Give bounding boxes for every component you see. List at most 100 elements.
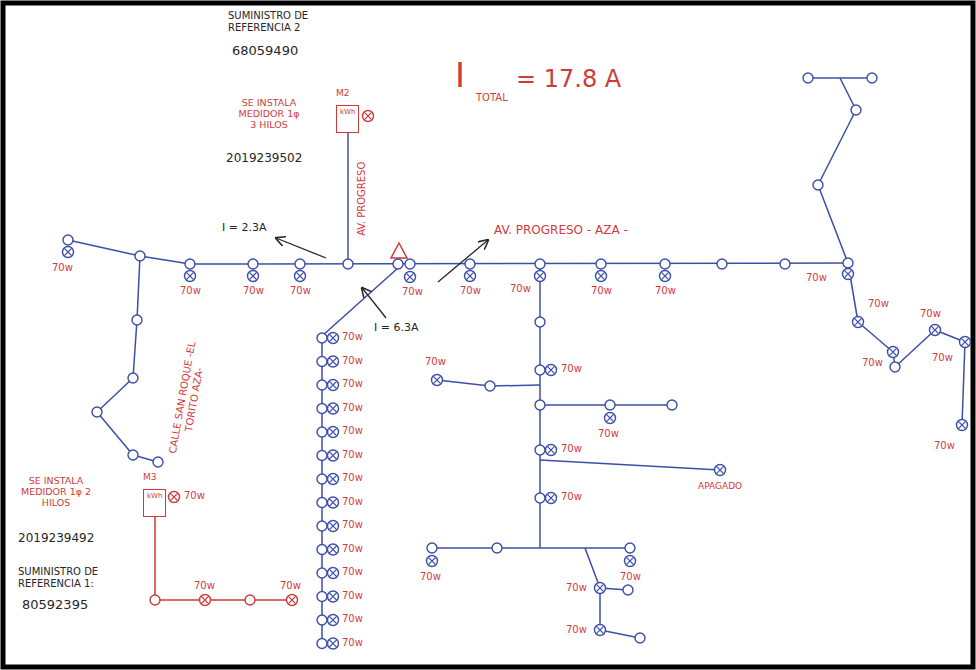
- wattage-label: 70w: [342, 449, 363, 461]
- frame: [3, 3, 973, 667]
- wattage-label: 70w: [806, 272, 827, 284]
- supply-number: 68059490: [232, 44, 298, 59]
- pole: [623, 585, 633, 595]
- pole: [843, 258, 853, 268]
- wattage-label: 70w: [561, 491, 582, 503]
- branch-line: [585, 548, 628, 590]
- lamp: [957, 420, 968, 431]
- pole: [535, 317, 545, 327]
- pole: [317, 357, 327, 367]
- lamp: [546, 365, 557, 376]
- meter-number: 2019239502: [226, 152, 302, 166]
- pole: [317, 615, 327, 625]
- lamp: [328, 615, 339, 626]
- wattage-label: 70w: [561, 363, 582, 375]
- lamp: [715, 465, 726, 476]
- lamp: [432, 375, 443, 386]
- lamp: [328, 380, 339, 391]
- lamp: [363, 111, 374, 122]
- wattage-label: 70w: [934, 440, 955, 452]
- street-name: AV. PROGRESO - AZA -: [494, 224, 628, 238]
- wattage-label: 70w: [184, 490, 205, 502]
- wattage-label: 70w: [510, 283, 531, 295]
- meter-name: M3: [143, 472, 167, 483]
- meter-box: kWh: [143, 489, 166, 517]
- wattage-label: 70w: [342, 590, 363, 602]
- wattage-label: 70w: [194, 580, 215, 592]
- meter-unit: kWh: [147, 492, 162, 500]
- wattage-label: 70w: [566, 582, 587, 594]
- wattage-label: 70w: [460, 285, 481, 297]
- pole: [343, 259, 353, 269]
- lamp: [328, 356, 339, 367]
- wattage-label: 70w: [598, 428, 619, 440]
- pole: [132, 315, 142, 325]
- pole: [317, 474, 327, 484]
- pole: [248, 259, 258, 269]
- pole: [535, 365, 545, 375]
- pole: [245, 595, 255, 605]
- wattage-label: 70w: [342, 425, 363, 437]
- pole: [317, 451, 327, 461]
- pole: [535, 445, 545, 455]
- pole: [813, 180, 823, 190]
- pole: [393, 259, 403, 269]
- pole: [317, 404, 327, 414]
- pole: [150, 595, 160, 605]
- current-arrow: [276, 238, 326, 258]
- wattage-label: 70w: [290, 285, 311, 297]
- wattage-label: 70w: [862, 357, 883, 369]
- transformer-symbol: [391, 243, 407, 258]
- lamp: [328, 568, 339, 579]
- branch-line: [848, 263, 965, 425]
- pole: [317, 592, 327, 602]
- meter-name: M2: [336, 88, 360, 99]
- lamp: [546, 445, 557, 456]
- pole: [63, 235, 73, 245]
- lamp: [63, 247, 74, 258]
- pole: [717, 259, 727, 269]
- wattage-label: 70w: [280, 580, 301, 592]
- lamp: [248, 271, 259, 282]
- main-line: [68, 240, 848, 264]
- wattage-label: 70w: [243, 285, 264, 297]
- lamp: [595, 583, 606, 594]
- pole: [890, 362, 900, 372]
- pole: [492, 543, 502, 553]
- pole: [317, 380, 327, 390]
- lamp: [605, 413, 616, 424]
- current-value: I = 2.3A: [222, 222, 266, 235]
- lamp: [660, 271, 671, 282]
- meter: M2kWh: [336, 88, 360, 133]
- pole: [535, 493, 545, 503]
- pole: [803, 73, 813, 83]
- pole: [660, 259, 670, 269]
- pole: [185, 259, 195, 269]
- wattage-label: 70w: [342, 472, 363, 484]
- wattage-label: 70w: [402, 286, 423, 298]
- pole: [92, 407, 102, 417]
- lamp: [843, 269, 854, 280]
- pole: [780, 259, 790, 269]
- lamp: [328, 544, 339, 555]
- lamp: [625, 556, 636, 567]
- branch-line: [818, 78, 856, 263]
- pole: [851, 105, 861, 115]
- lamp: [185, 271, 196, 282]
- supply-number: 80592395: [22, 598, 88, 613]
- lamp: [888, 347, 899, 358]
- wattage-label: 70w: [180, 285, 201, 297]
- lamp: [930, 325, 941, 336]
- meter-note: SE INSTALA MEDIDOR 1φ 2 HILOS: [18, 476, 94, 509]
- wattage-label: 70w: [342, 613, 363, 625]
- wattage-label: 70w: [342, 331, 363, 343]
- wattage-label: 70w: [342, 496, 363, 508]
- wattage-label: 70w: [342, 543, 363, 555]
- wattage-label: 70w: [342, 637, 363, 649]
- wattage-label: 70w: [342, 402, 363, 414]
- wattage-label: 70w: [52, 262, 73, 274]
- branch-line: [432, 547, 632, 549]
- lamp: [405, 272, 416, 283]
- lamp: [535, 271, 546, 282]
- branch-line: [808, 77, 872, 79]
